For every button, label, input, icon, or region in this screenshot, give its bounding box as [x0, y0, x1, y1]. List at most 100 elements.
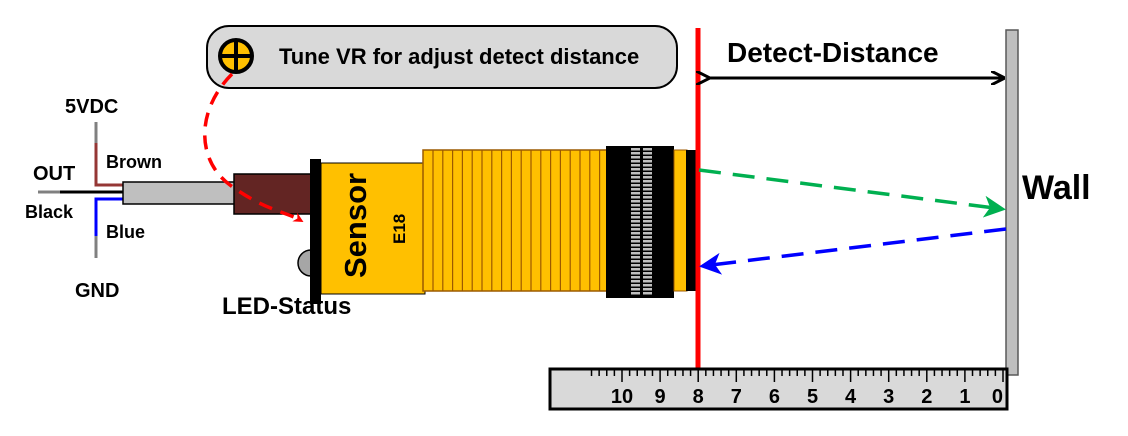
knurl-stripe	[643, 168, 652, 171]
knurl-stripe	[643, 244, 652, 247]
knurl-stripe	[631, 208, 640, 211]
knurl-stripe	[631, 228, 640, 231]
knurl-stripe	[631, 156, 640, 159]
knurl-stripe	[643, 152, 652, 155]
knurl-stripe	[631, 180, 640, 183]
knurl-stripe	[631, 280, 640, 283]
knurl-stripe	[631, 284, 640, 287]
potentiometer-icon	[218, 38, 254, 74]
knurl-stripe	[643, 208, 652, 211]
wiring: 5VDC Brown OUT Black Blue GND	[25, 96, 162, 302]
detect-distance-label: Detect-Distance	[727, 37, 939, 68]
reflected-beam	[699, 227, 1007, 275]
black-label: Black	[25, 202, 74, 222]
ruler-tick-label: 0	[992, 386, 1003, 408]
knurl-stripe	[643, 188, 652, 191]
knurl-stripe	[631, 220, 640, 223]
ruler-tick-label: 4	[845, 386, 857, 408]
brown-label: Brown	[106, 152, 162, 172]
knurl-stripe	[643, 292, 652, 295]
knurl-stripe	[631, 252, 640, 255]
adjust-arrow	[203, 72, 304, 222]
knurl-stripe	[643, 148, 652, 151]
knurl-stripe	[643, 220, 652, 223]
sensor-body: Sensor E18	[310, 146, 698, 304]
led-status-label: LED-Status	[222, 293, 351, 320]
sensor-label: Sensor	[338, 173, 373, 278]
knurl-stripe	[631, 172, 640, 175]
knurl-stripe	[631, 236, 640, 239]
knurl-stripe	[631, 196, 640, 199]
knurl-stripe	[631, 160, 640, 163]
emitted-beam	[698, 168, 1006, 218]
knurl-stripe	[643, 184, 652, 187]
knurl-stripe	[643, 272, 652, 275]
knurl-stripe	[631, 200, 640, 203]
brown-wire	[94, 143, 123, 187]
knurl-stripe	[643, 256, 652, 259]
knurl-stripe	[643, 264, 652, 267]
knurl-stripe	[643, 252, 652, 255]
knurl-stripe	[643, 200, 652, 203]
knurl-stripe	[643, 212, 652, 215]
knurl-stripe	[631, 224, 640, 227]
knurl-stripe	[631, 232, 640, 235]
knurl-stripe	[631, 292, 640, 295]
knurl-stripe	[643, 228, 652, 231]
knurl-stripe	[631, 240, 640, 243]
ruler-tick-label: 9	[655, 386, 666, 408]
knurl-stripe	[631, 204, 640, 207]
knurl-stripe	[643, 192, 652, 195]
knurl-stripe	[631, 192, 640, 195]
knurl-stripe	[643, 260, 652, 263]
knurl-stripe	[643, 240, 652, 243]
knurl-stripe	[643, 248, 652, 251]
knurl-stripe	[631, 248, 640, 251]
knurl-stripe	[643, 180, 652, 183]
tune-vr-callout: Tune VR for adjust detect distance	[206, 25, 678, 89]
ruler-tick-label: 3	[883, 386, 894, 408]
knurl-stripe	[643, 268, 652, 271]
knurl-stripe	[643, 164, 652, 167]
knurl-stripe	[643, 172, 652, 175]
knurl-stripe	[643, 176, 652, 179]
gnd-label: GND	[75, 280, 119, 302]
knurl-stripe	[631, 212, 640, 215]
sensor-lens	[686, 150, 698, 291]
out-label: OUT	[33, 163, 75, 185]
knurl-stripe	[643, 280, 652, 283]
knurl-stripe	[643, 284, 652, 287]
knurl-stripe	[643, 232, 652, 235]
vcc-label: 5VDC	[65, 96, 118, 118]
knurl-stripe	[643, 276, 652, 279]
knurl-stripe	[631, 256, 640, 259]
sensor-thread	[422, 149, 608, 292]
knurl-stripe	[643, 216, 652, 219]
knurl-stripe	[631, 244, 640, 247]
cable	[122, 181, 236, 205]
knurl-stripe	[643, 156, 652, 159]
knurl-stripe	[631, 264, 640, 267]
knurl-stripe	[631, 268, 640, 271]
knurl-stripe	[631, 148, 640, 151]
blue-wire	[94, 197, 123, 236]
knurl-stripe	[631, 272, 640, 275]
knurl-stripe	[631, 176, 640, 179]
callout-text: Tune VR for adjust detect distance	[279, 44, 639, 69]
knurl-stripe	[631, 184, 640, 187]
ruler-tick-label: 8	[693, 386, 704, 408]
knurl-stripe	[643, 288, 652, 291]
knurl-stripe	[643, 224, 652, 227]
knurl-stripe	[643, 236, 652, 239]
knurl-stripe	[631, 152, 640, 155]
ruler-tick-label: 6	[769, 386, 780, 408]
knurl-stripe	[631, 260, 640, 263]
knurl-stripe	[631, 164, 640, 167]
ruler-tick-label: 1	[959, 386, 970, 408]
knurl-stripe	[631, 168, 640, 171]
wall	[1005, 29, 1019, 376]
sensor-model-label: E18	[390, 214, 409, 244]
ruler-tick-label: 5	[807, 386, 818, 408]
